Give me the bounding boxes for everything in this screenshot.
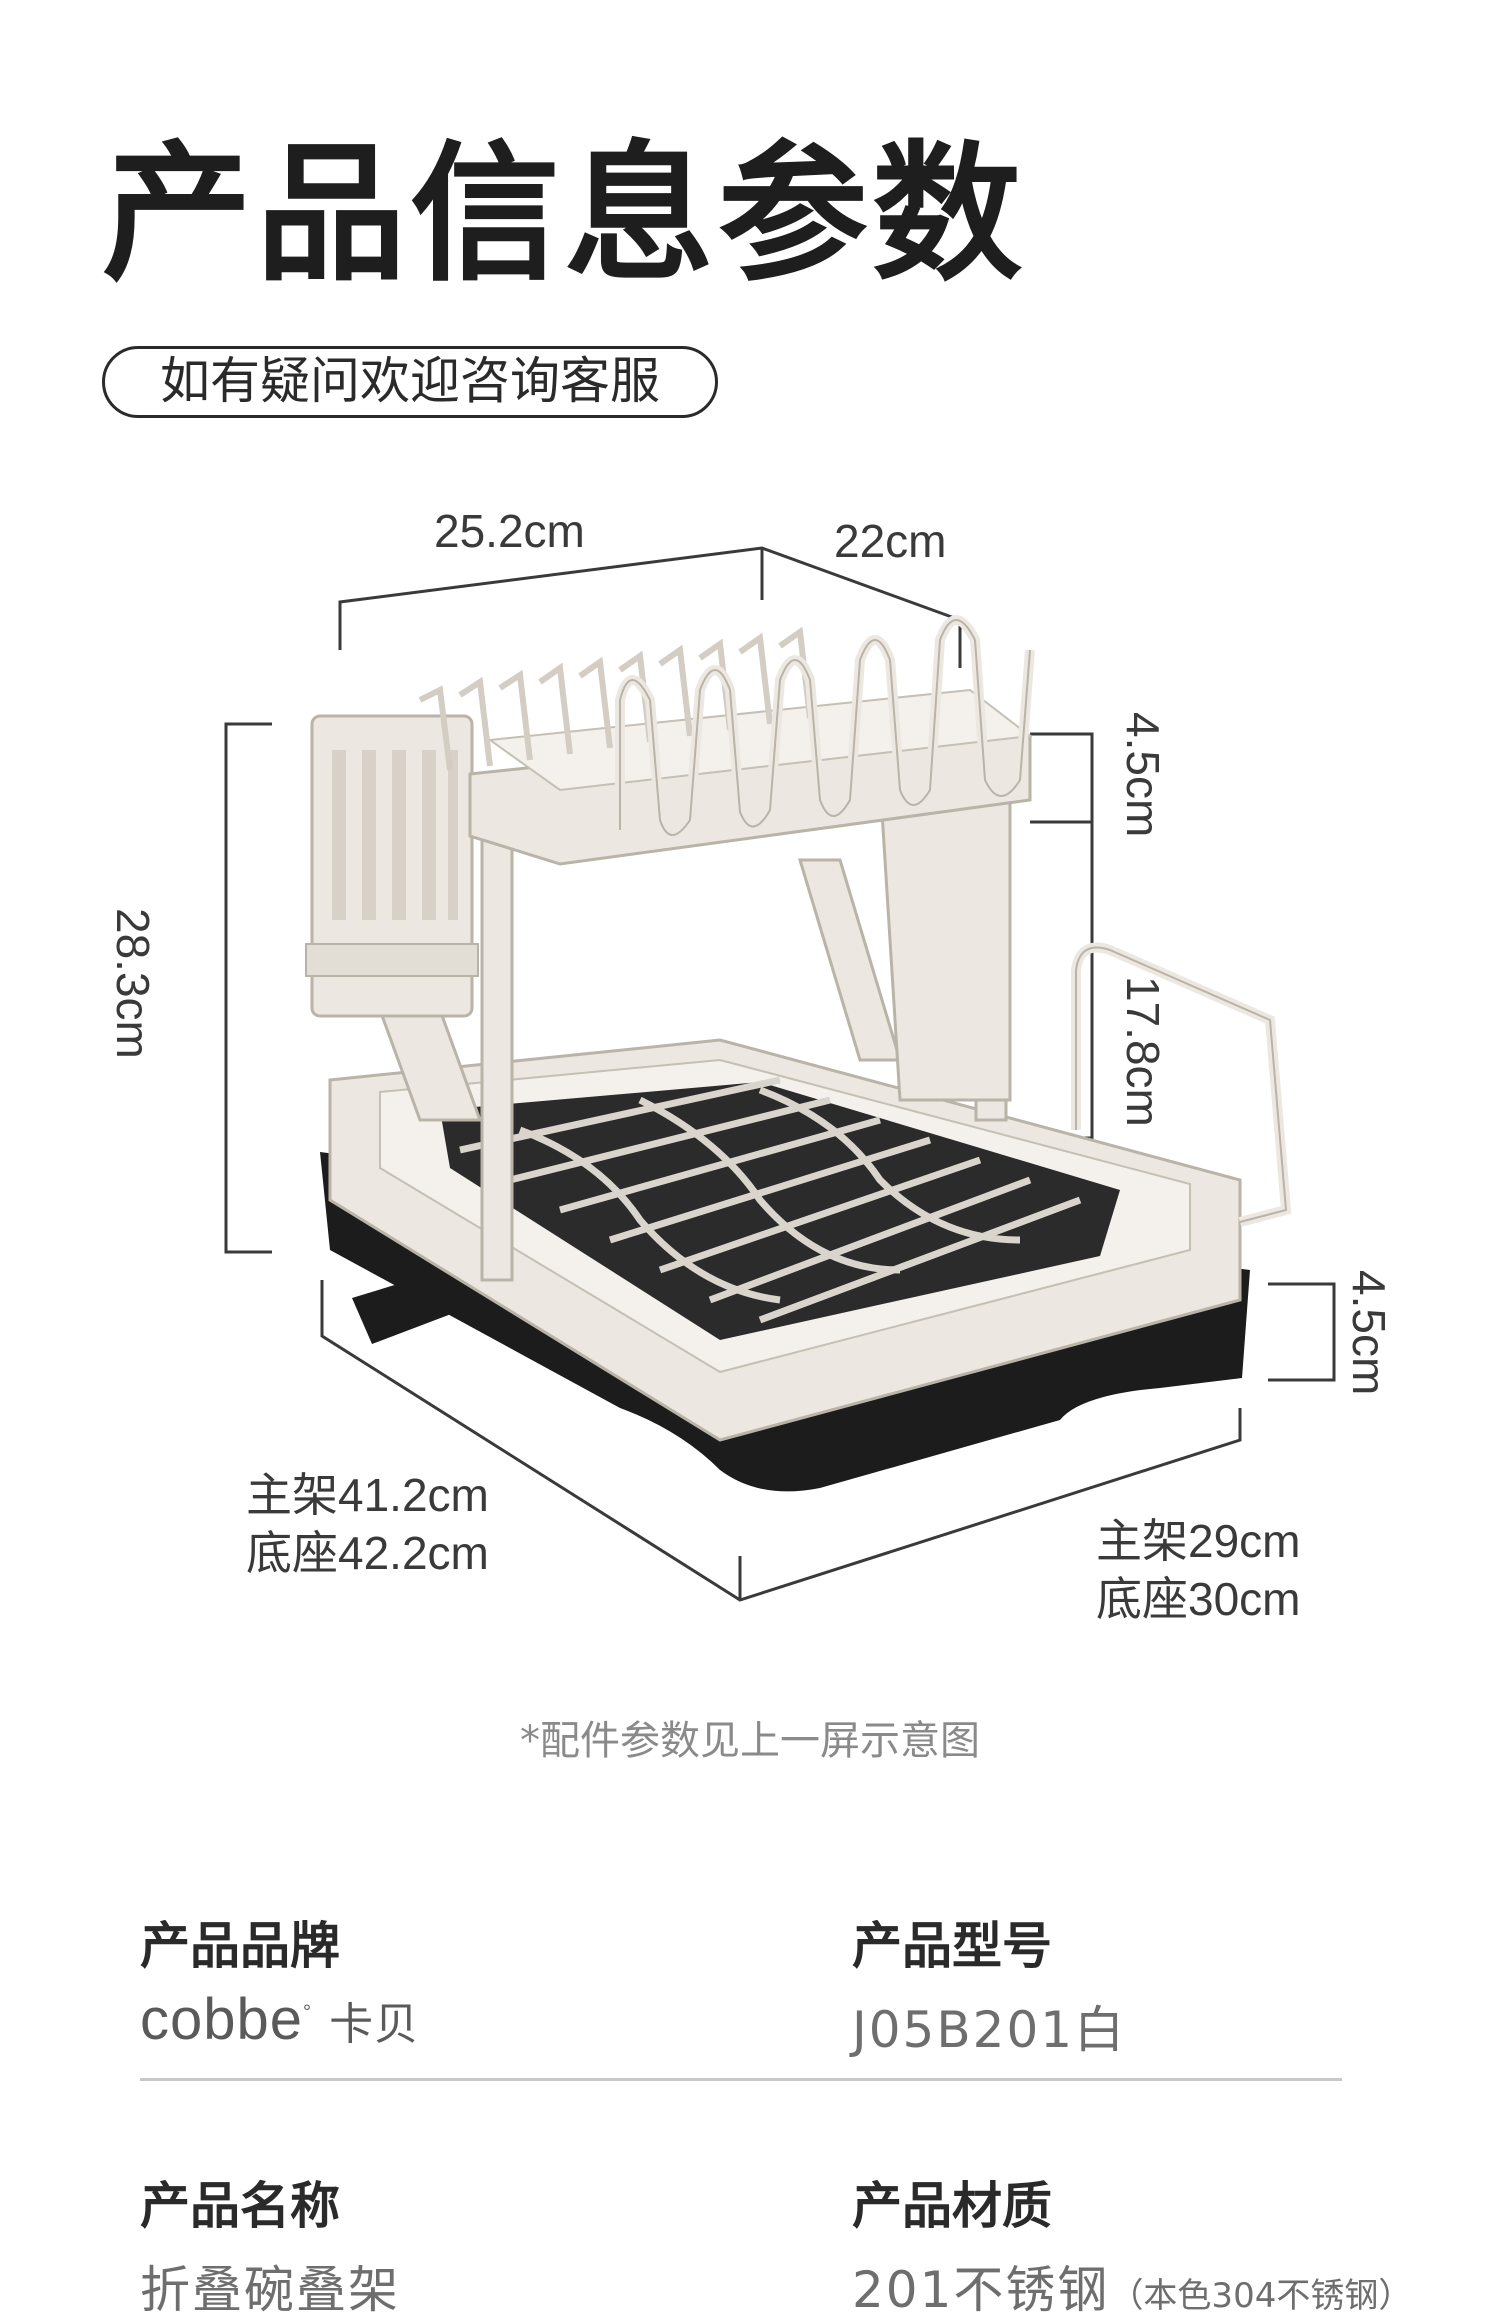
middle-height-label: 17.8cm	[1117, 976, 1169, 1127]
material-label: 产品材质	[852, 2177, 1052, 2235]
upper-gap-label: 4.5cm	[1117, 712, 1169, 838]
customer-service-pill: 如有疑问欢迎咨询客服	[102, 346, 718, 418]
spec-divider	[140, 2078, 1342, 2081]
name-value: 折叠碗叠架	[140, 2261, 400, 2319]
page-title: 产品信息参数	[102, 128, 1027, 302]
material-value: 201不锈钢（本色304不锈钢）	[852, 2250, 1412, 2322]
material-note: （本色304不锈钢）	[1109, 2276, 1413, 2316]
dish-rack-illustration	[224, 546, 1336, 1602]
top-depth-label: 22cm	[834, 515, 947, 567]
accessory-note: *配件参数见上一屏示意图	[520, 1718, 980, 1764]
model-value: J05B201白	[852, 2001, 1127, 2059]
total-height-label: 28.3cm	[107, 908, 159, 1059]
brand-logo-cn: 卡贝	[329, 2000, 420, 2049]
top-width-label: 25.2cm	[434, 505, 585, 557]
width-base-label: 底座30cm	[1096, 1573, 1301, 1625]
material-main: 201不锈钢	[852, 2261, 1110, 2319]
brand-logo: cobbe° 卡贝	[140, 1987, 420, 2052]
model-label: 产品型号	[852, 1917, 1052, 1975]
width-dimensions: 主架29cm 底座30cm	[1096, 1512, 1300, 1628]
brand-logo-text: cobbe	[140, 1987, 304, 2052]
main-tray	[328, 942, 1292, 1442]
name-label: 产品名称	[140, 2177, 340, 2235]
length-main-label: 主架41.2cm	[246, 1469, 489, 1521]
width-main-label: 主架29cm	[1096, 1515, 1301, 1567]
utensil-holder	[305, 714, 479, 1018]
brand-label: 产品品牌	[140, 1917, 340, 1975]
base-height-label: 4.5cm	[1343, 1270, 1395, 1396]
dimension-lines	[224, 546, 1336, 1602]
length-dimensions: 主架41.2cm 底座42.2cm	[246, 1466, 489, 1582]
upper-rack	[418, 615, 1035, 866]
upper-supports	[377, 778, 1012, 1282]
length-base-label: 底座42.2cm	[246, 1527, 489, 1579]
